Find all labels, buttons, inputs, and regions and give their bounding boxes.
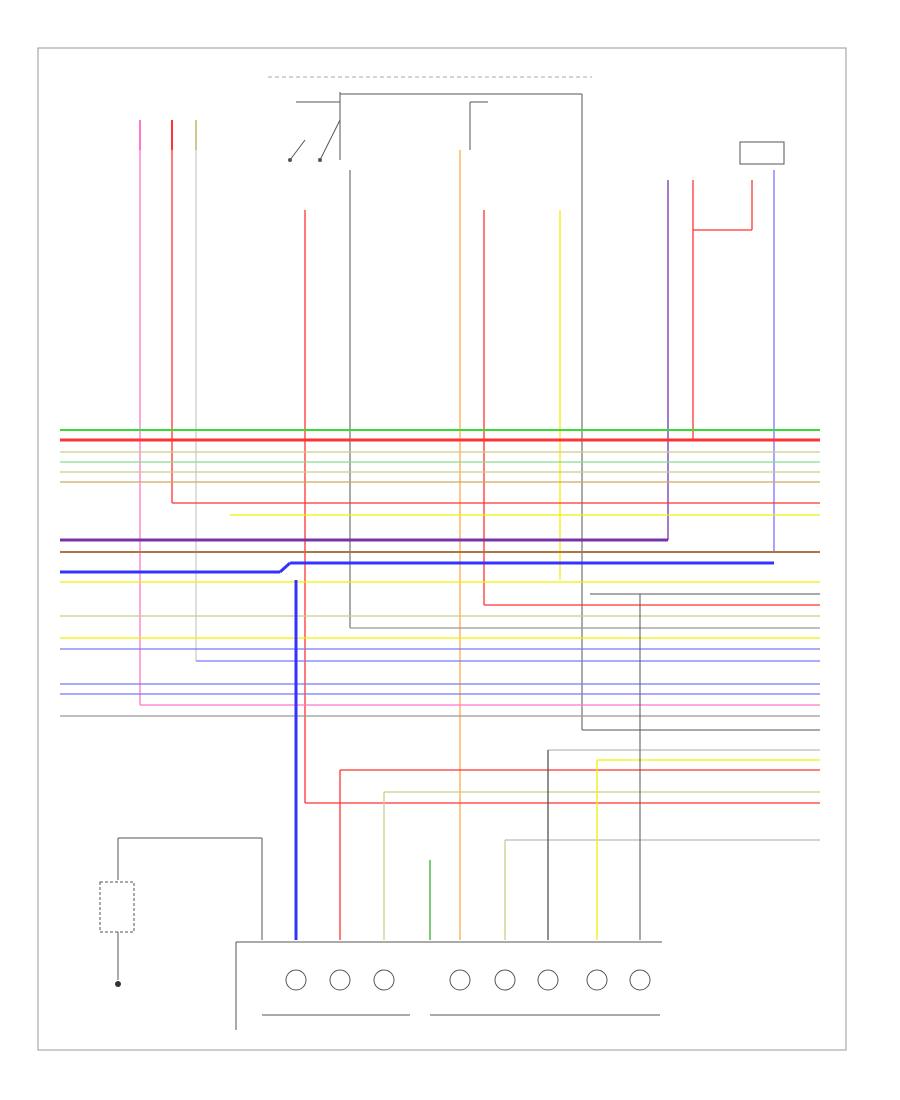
gauge-icon: [537, 969, 559, 991]
gauge-icon: [449, 969, 471, 991]
switch-group-1: [288, 92, 341, 162]
gauge-icon: [494, 969, 516, 991]
diagram-frame: [37, 47, 847, 1051]
headlight-switch-group: [139, 120, 197, 150]
ground-icon: [115, 981, 121, 987]
gauge-icon: [373, 969, 395, 991]
switch-contact: [288, 158, 292, 162]
rear-module-right: [739, 141, 785, 165]
vertical-wires-top: [139, 150, 775, 940]
switch-contact: [318, 158, 322, 162]
gauge-icon: [629, 969, 651, 991]
ground-component: [99, 881, 135, 987]
gauge-icon: [285, 969, 307, 991]
horizontal-harness: [60, 429, 820, 841]
connector-block: [235, 941, 662, 1030]
gauge-icon: [586, 969, 608, 991]
gauge-icon: [329, 969, 351, 991]
vertical-wires-bottom: [117, 580, 641, 940]
switch-group-2: [340, 93, 583, 230]
